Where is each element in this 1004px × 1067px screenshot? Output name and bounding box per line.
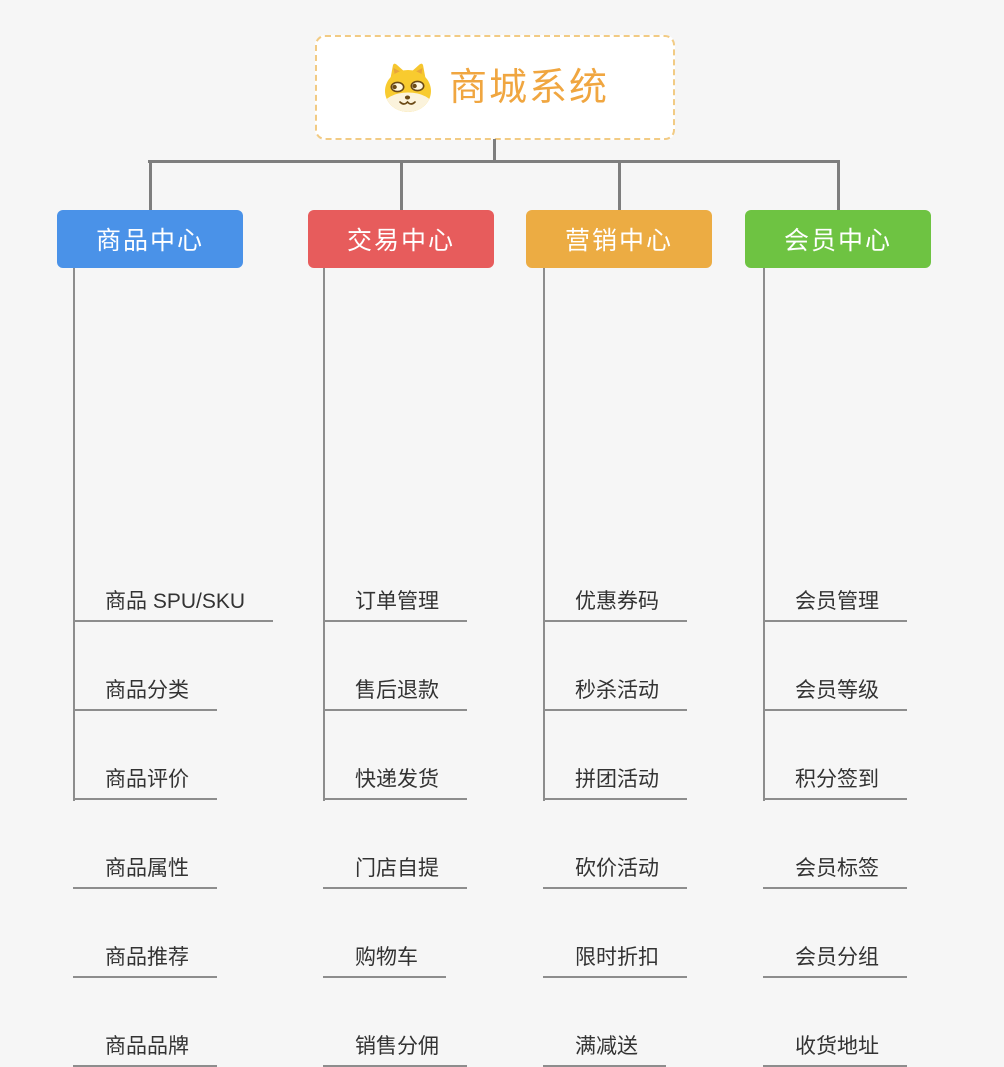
leaf-label: 会员标签 (795, 857, 879, 880)
branch-node-marketing-center[interactable]: 营销中心 (526, 210, 712, 268)
leaf-node[interactable]: 收货地址 (763, 1031, 907, 1067)
leaf-label: 商品 SPU/SKU (105, 590, 246, 613)
leaf-label: 商品属性 (105, 857, 189, 880)
leaf-label: 积分签到 (795, 768, 879, 791)
branch-node-product-center[interactable]: 商品中心 (57, 210, 243, 268)
connector-root-stem (493, 139, 496, 162)
leaf-label: 会员分组 (795, 946, 879, 969)
connector-drop-trade-center (400, 160, 403, 211)
leaf-label: 拼团活动 (575, 768, 659, 791)
leaf-node[interactable]: 快递发货 (323, 764, 467, 800)
doge-dog-face-icon (381, 61, 435, 115)
branch-label: 会员中心 (783, 227, 892, 255)
leaf-label: 商品评价 (105, 768, 189, 791)
leaf-label: 会员管理 (795, 590, 879, 613)
root-title: 商城系统 (448, 66, 609, 109)
branch-label: 营销中心 (564, 227, 673, 255)
leaf-label: 门店自提 (355, 857, 439, 880)
subtree-member-center: 会员管理 会员等级 积分签到 会员标签 会员分组 收货地址 (763, 268, 995, 1067)
leaf-node[interactable]: 订单管理 (323, 586, 467, 622)
connector-horizontal-bar (148, 160, 840, 163)
leaf-node[interactable]: 限时折扣 (543, 942, 687, 978)
leaf-node[interactable]: 优惠券码 (543, 586, 687, 622)
leaf-node[interactable]: 拼团活动 (543, 764, 687, 800)
leaf-label: 商品分类 (105, 679, 189, 702)
leaf-node[interactable]: 会员管理 (763, 586, 907, 622)
leaf-label: 商品品牌 (105, 1035, 189, 1058)
branch-node-member-center[interactable]: 会员中心 (745, 210, 931, 268)
leaf-node[interactable]: 门店自提 (323, 853, 467, 889)
leaf-node[interactable]: 商品 SPU/SKU (73, 586, 274, 622)
leaf-label: 优惠券码 (575, 590, 659, 613)
leaf-label: 订单管理 (355, 590, 439, 613)
subtree-marketing-center: 优惠券码 秒杀活动 拼团活动 砍价活动 限时折扣 满减送 (543, 268, 775, 1067)
leaf-label: 销售分佣 (355, 1035, 439, 1058)
mindmap-canvas: 商城系统 商品中心 交易中心 营销中心 会员中心 商品 SPU/SKU 商品分类… (57, 35, 995, 1067)
leaf-node[interactable]: 商品评价 (73, 764, 217, 800)
leaf-node[interactable]: 商品分类 (73, 675, 217, 711)
leaf-node[interactable]: 售后退款 (323, 675, 467, 711)
connector-drop-product-center (149, 160, 152, 211)
leaf-node[interactable]: 商品属性 (73, 853, 217, 889)
leaf-node[interactable]: 秒杀活动 (543, 675, 687, 711)
leaf-node[interactable]: 满减送 (543, 1031, 666, 1067)
connector-drop-member-center (837, 160, 840, 211)
leaf-label: 会员等级 (795, 679, 879, 702)
leaf-label: 快递发货 (355, 768, 439, 791)
leaf-label: 商品推荐 (105, 946, 189, 969)
leaf-label: 砍价活动 (575, 857, 659, 880)
leaf-node[interactable]: 商品品牌 (73, 1031, 217, 1067)
root-node[interactable]: 商城系统 (315, 35, 675, 140)
subtree-product-center: 商品 SPU/SKU 商品分类 商品评价 商品属性 商品推荐 商品品牌 (73, 268, 305, 1067)
leaf-node[interactable]: 购物车 (323, 942, 446, 978)
branch-label: 商品中心 (95, 227, 204, 255)
branch-node-trade-center[interactable]: 交易中心 (308, 210, 494, 268)
leaf-node[interactable]: 积分签到 (763, 764, 907, 800)
leaf-node[interactable]: 商品推荐 (73, 942, 217, 978)
leaf-label: 收货地址 (795, 1035, 879, 1058)
subtree-trade-center: 订单管理 售后退款 快递发货 门店自提 购物车 销售分佣 (323, 268, 555, 1067)
branch-label: 交易中心 (346, 227, 455, 255)
leaf-node[interactable]: 会员分组 (763, 942, 907, 978)
leaf-label: 满减送 (575, 1035, 638, 1058)
leaf-label: 售后退款 (355, 679, 439, 702)
leaf-label: 购物车 (355, 946, 418, 969)
leaf-node[interactable]: 会员等级 (763, 675, 907, 711)
leaf-node[interactable]: 销售分佣 (323, 1031, 467, 1067)
leaf-label: 限时折扣 (575, 946, 659, 969)
leaf-node[interactable]: 砍价活动 (543, 853, 687, 889)
leaf-label: 秒杀活动 (575, 679, 659, 702)
connector-drop-marketing-center (618, 160, 621, 211)
leaf-node[interactable]: 会员标签 (763, 853, 907, 889)
